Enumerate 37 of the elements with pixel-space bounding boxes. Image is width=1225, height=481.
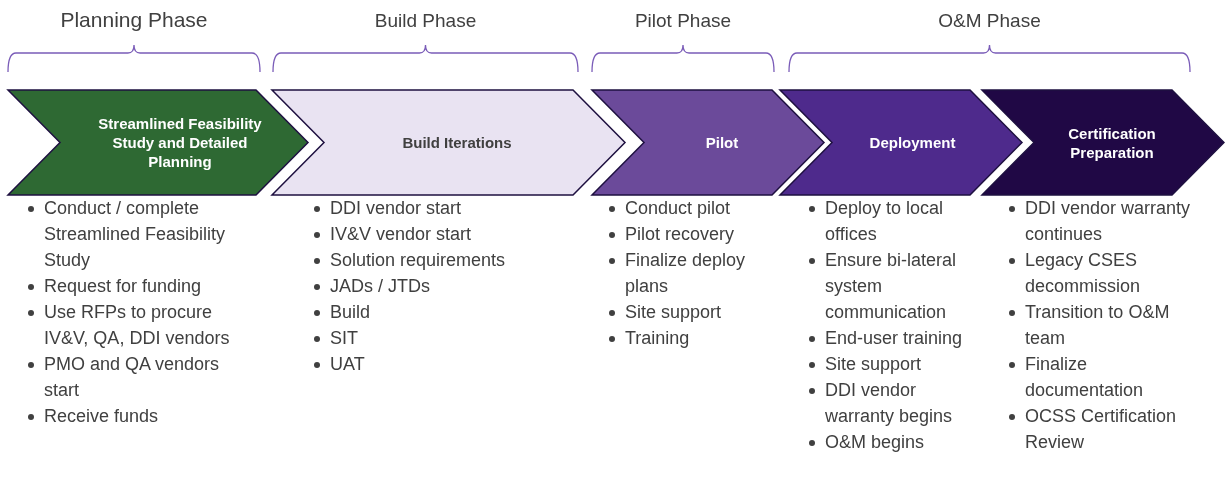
list-text: UAT [330,354,365,374]
list-text: Ensure bi-lateral system communication [825,250,957,322]
list-text: Legacy CSES decommission [1025,250,1141,296]
list-text: Transition to O&M team [1025,302,1170,348]
list-text: JADs / JTDs [330,276,430,296]
list-text: Training [625,328,690,348]
step-title: Build Iterations [401,133,513,152]
list-text: Conduct pilot [625,198,731,218]
step-title: Streamlined Feasibility Study and Detailed Planning [97,114,263,171]
list-text: PMO and QA vendors start [44,354,220,400]
list-text: Deploy to local offices [825,198,944,244]
phase-heading: O&M Phase [938,10,1041,32]
list-text: DDI vendor start [330,198,462,218]
list-text: DDI vendor warranty begins [825,380,953,426]
list-text: Request for funding [44,276,202,296]
list-text: SIT [330,328,358,348]
phase-heading: Pilot Phase [634,10,732,32]
list-text: Finalize documentation [1025,354,1144,400]
list-text: Receive funds [44,406,159,426]
list-text: OCSS Certification Review [1025,406,1177,452]
list-text: Site support [825,354,922,374]
list-text: O&M begins [825,432,925,452]
list-text: Finalize deploy plans [625,250,746,296]
list-text: DDI vendor warranty continues [1025,198,1191,244]
step-title: Deployment [868,133,957,152]
phase-heading: Build Phase [374,10,477,32]
step-title: Pilot [704,133,740,152]
phase-heading: Planning Phase [60,8,208,32]
list-text: End-user training [825,328,963,348]
step-title: Certification Preparation [1067,123,1157,162]
list-text: Solution requirements [330,250,506,270]
list-text: Site support [625,302,722,322]
list-text: Build [330,302,371,322]
list-text: Conduct / complete Streamlined Feasibility Study [44,198,226,270]
list-text: Pilot recovery [625,224,735,244]
list-text: IV&V vendor start [330,224,472,244]
list-text: Use RFPs to procure IV&V, QA, DDI vendors [44,302,230,348]
